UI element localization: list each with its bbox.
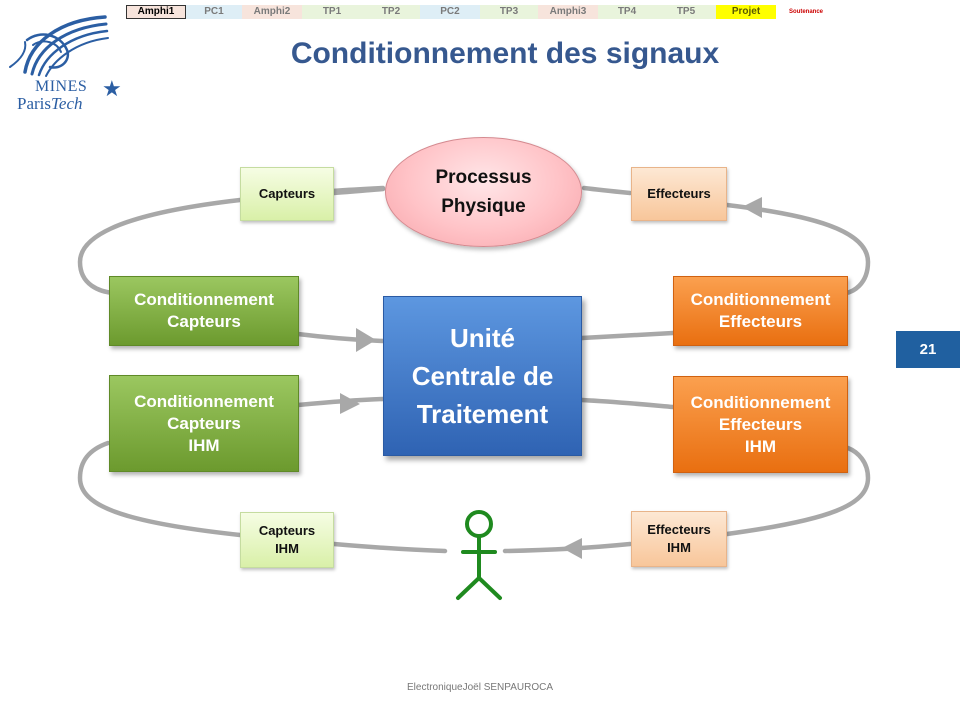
- cpu-to-hmi-actuator-conditioning-line: [579, 397, 676, 410]
- bottom-loop-left-line: [77, 440, 243, 538]
- nav-item-projet[interactable]: Projet: [716, 5, 776, 19]
- logo-text-tech: Tech: [51, 94, 83, 113]
- bottom-loop-right-line: [724, 445, 871, 537]
- actuators-node: Effecteurs: [631, 167, 727, 221]
- bottom-loop-center-left-line: [331, 541, 448, 554]
- nav-item-tp5[interactable]: TP5: [656, 5, 716, 19]
- nav-item-amphi1[interactable]: Amphi1: [126, 5, 186, 19]
- nav-item-tp3[interactable]: TP3: [480, 5, 538, 19]
- hmi-sensor-conditioning-node: Conditionnement Capteurs IHM: [109, 375, 299, 472]
- central-processing-unit-node: Unité Centrale de Traitement: [383, 296, 582, 456]
- sensor-conditioning-node: Conditionnement Capteurs: [109, 276, 299, 346]
- cpu-to-actuator-conditioning-line: [579, 330, 676, 341]
- hmi-actuator-conditioning-node: Conditionnement Effecteurs IHM: [673, 376, 848, 473]
- user-stick-figure-icon: [456, 510, 502, 600]
- logo-text-mines: MINES: [35, 78, 88, 95]
- arrowhead-to-hmi-sensors: [562, 538, 582, 559]
- nav-item-pc2[interactable]: PC2: [420, 5, 480, 19]
- arrowhead-to-cpu-top: [356, 328, 376, 352]
- nav-item-pc1[interactable]: PC1: [186, 5, 242, 19]
- actuator-conditioning-node: Conditionnement Effecteurs: [673, 276, 848, 346]
- nav-item-amphi2[interactable]: Amphi2: [242, 5, 302, 19]
- page-number-badge: 21: [896, 331, 960, 368]
- actuators-top-link-line: [331, 186, 386, 196]
- logo-swirl-icon: [9, 15, 109, 77]
- nav-item-tp1[interactable]: TP1: [302, 5, 362, 19]
- hmi-sensors-node: Capteurs IHM: [240, 512, 334, 568]
- mines-paristech-logo: MINES ParisTech ★: [5, 12, 130, 113]
- slide-title: Conditionnement des signaux: [290, 37, 720, 70]
- logo-text-paristech: ParisTech: [17, 94, 83, 114]
- sensors-node: Capteurs: [240, 167, 334, 221]
- nav-item-amphi3[interactable]: Amphi3: [538, 5, 598, 19]
- logo-star-icon: ★: [102, 76, 122, 101]
- nav-item-soutenance[interactable]: Soutenance: [776, 5, 836, 19]
- nav-item-tp4[interactable]: TP4: [598, 5, 656, 19]
- logo-text-paris: Paris: [17, 94, 51, 113]
- top-loop-right-line: [581, 185, 633, 196]
- nav-item-tp2[interactable]: TP2: [362, 5, 420, 19]
- arrowhead-to-cpu-bottom: [340, 393, 360, 414]
- slide-footer: ElectroniqueJoël SENPAUROCA: [407, 682, 553, 693]
- top-loop-right-return-line: [724, 202, 871, 296]
- hmi-actuators-node: Effecteurs IHM: [631, 511, 727, 567]
- physical-process-node: Processus Physique: [385, 137, 582, 247]
- arrowhead-to-effecteurs: [742, 197, 762, 218]
